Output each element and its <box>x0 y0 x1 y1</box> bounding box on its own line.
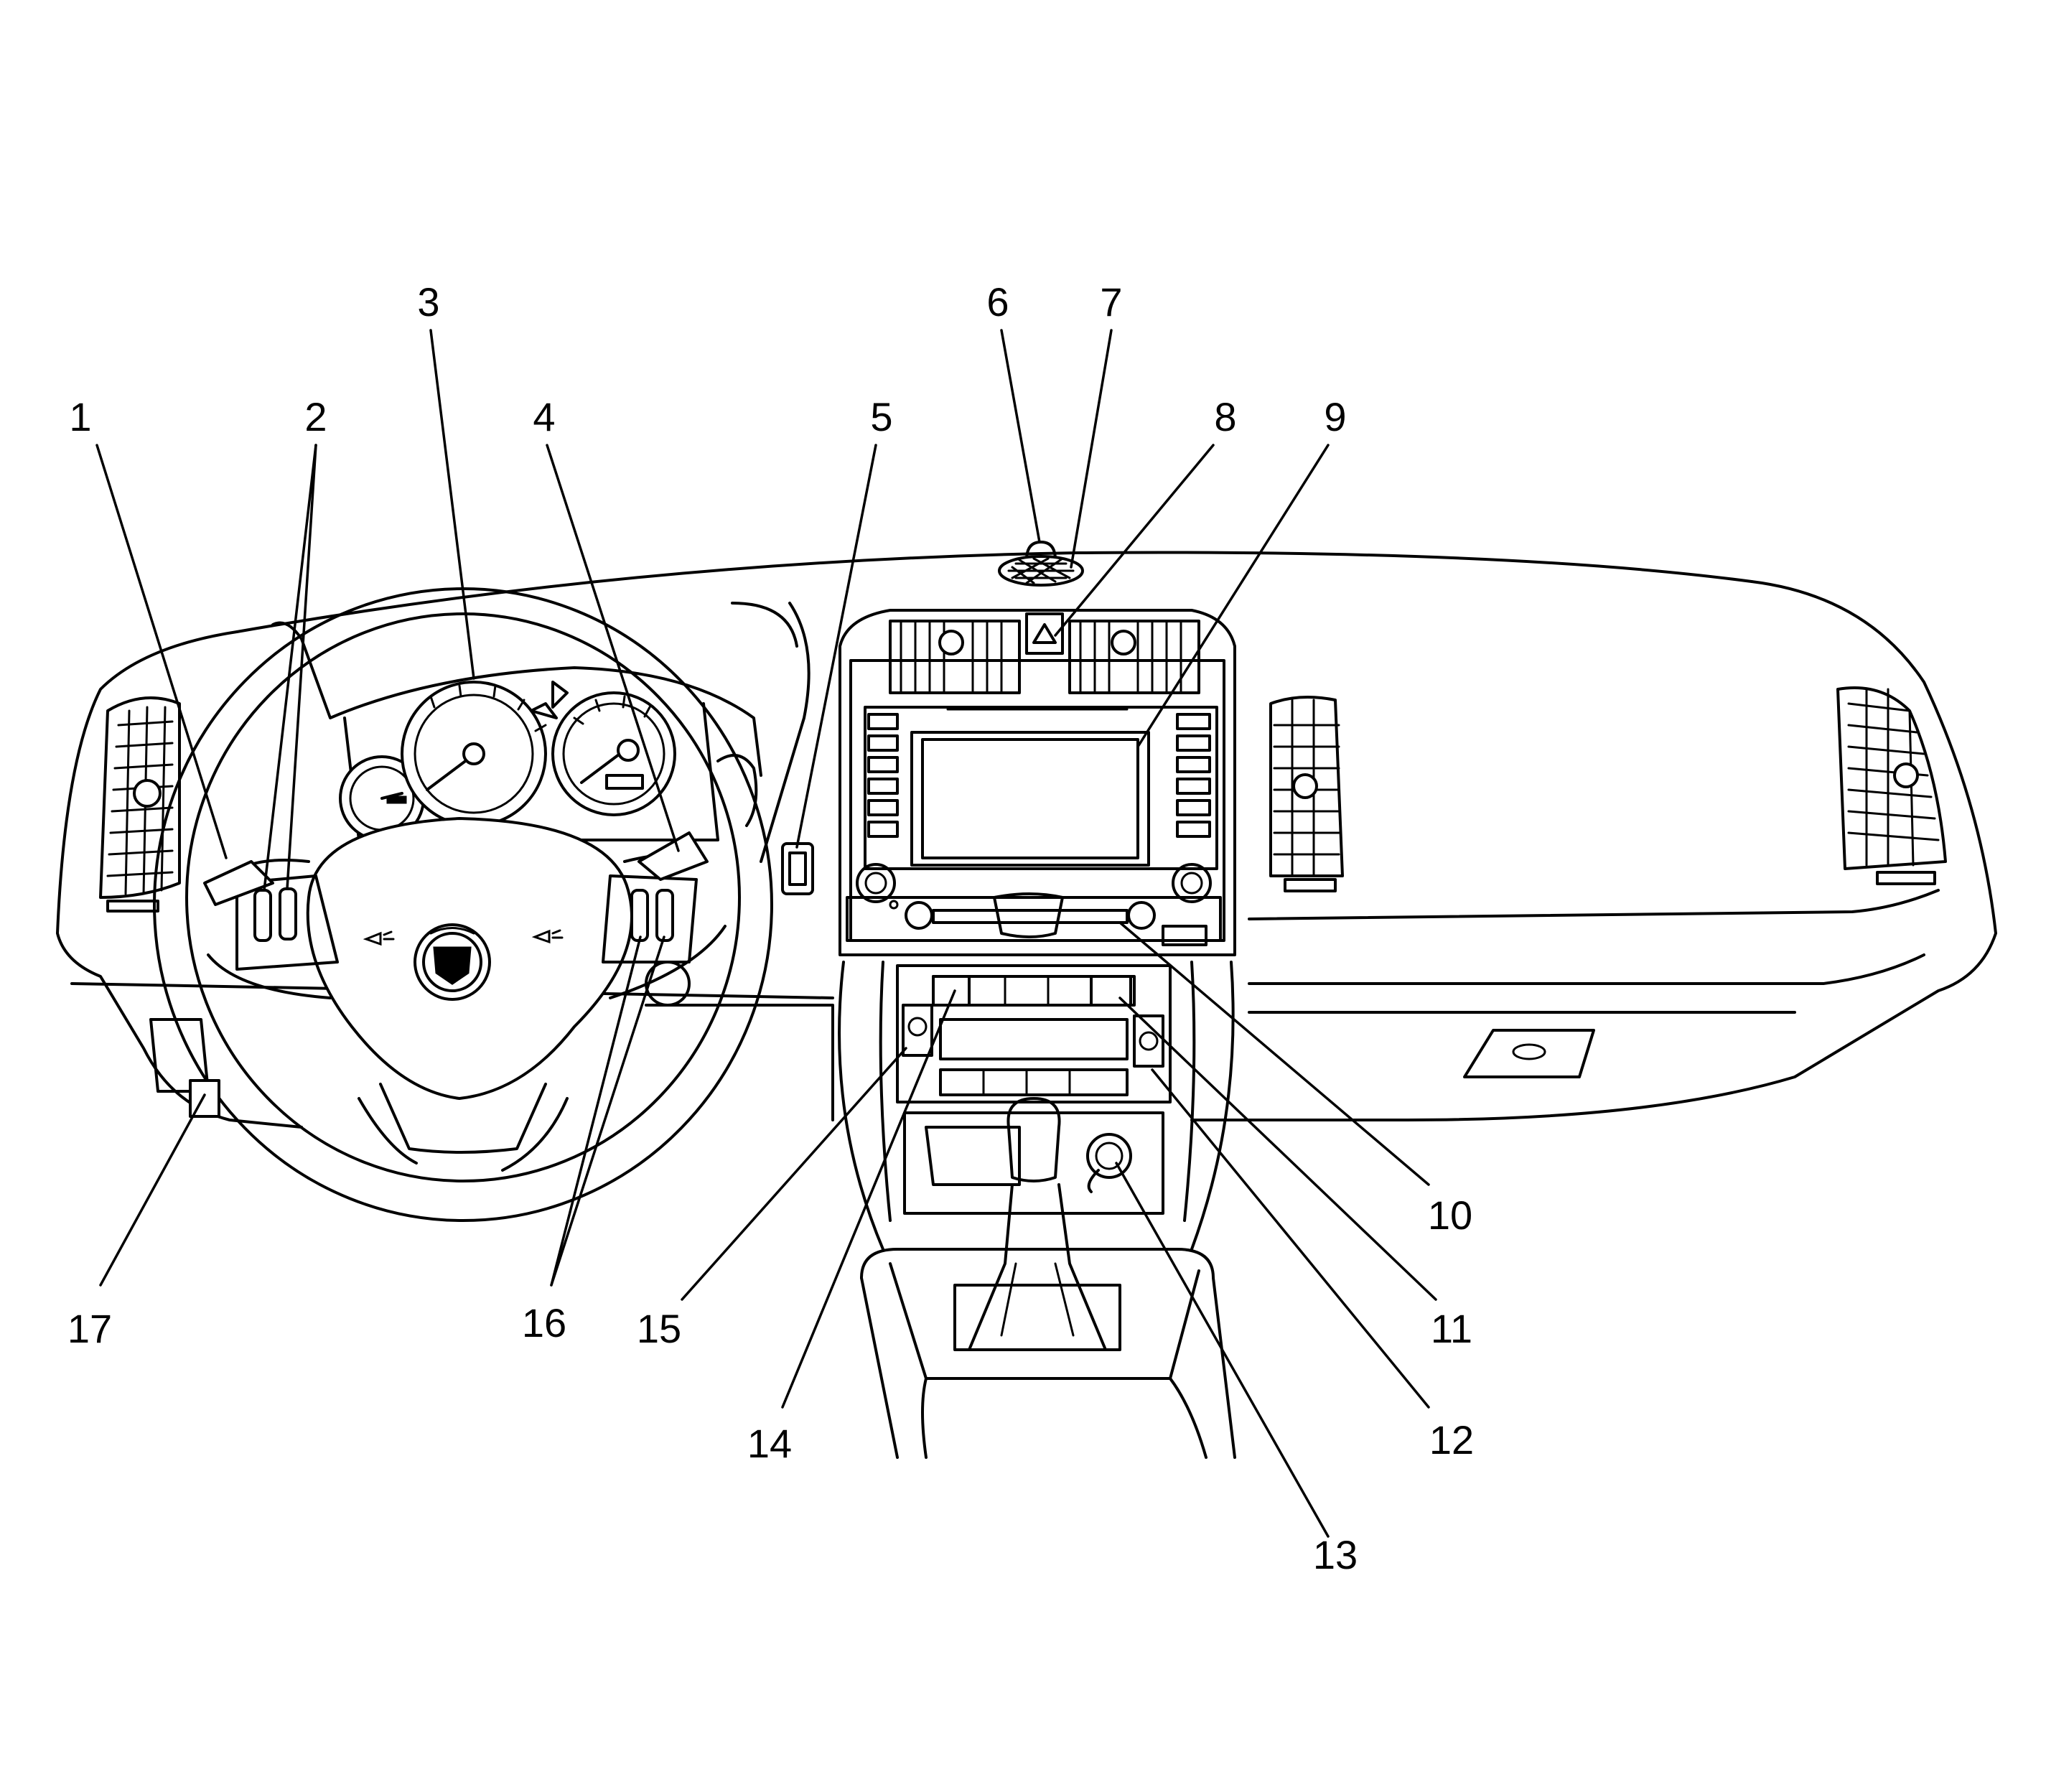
leader-12 <box>1151 1068 1430 1409</box>
display-right-buttons <box>1176 713 1211 838</box>
callout-9: 9 <box>1324 394 1346 439</box>
shifter-and-console <box>860 1097 1236 1459</box>
callout-5: 5 <box>870 394 892 439</box>
leader-2a <box>263 444 317 892</box>
callout-1: 1 <box>69 394 91 439</box>
leader-6 <box>1000 329 1041 543</box>
callout-14: 14 <box>747 1421 792 1466</box>
right-steering-wheel-switch-b <box>655 889 674 942</box>
hvac-controls <box>896 964 1172 1103</box>
leader-8 <box>1054 444 1215 637</box>
leader-10 <box>1118 921 1430 1186</box>
right-side-air-vent <box>1836 686 1947 885</box>
callout-12: 12 <box>1429 1417 1474 1462</box>
callout-16: 16 <box>522 1300 566 1345</box>
dash-top-sensors <box>998 541 1084 587</box>
leader-13 <box>1115 1162 1330 1538</box>
leader-7 <box>1070 329 1113 569</box>
cadillac-emblem <box>414 923 491 1001</box>
left-steering-wheel-switch-a <box>253 889 272 942</box>
leader-14 <box>781 989 956 1409</box>
leader-11 <box>1118 997 1437 1301</box>
headlamp-switch <box>781 842 814 895</box>
leader-16b <box>550 935 665 1287</box>
callout-3: 3 <box>417 279 439 325</box>
callout-15: 15 <box>637 1306 681 1351</box>
right-temperature-knob <box>1133 1014 1164 1068</box>
left-side-air-vent <box>99 696 181 913</box>
steering-wheel <box>153 587 773 1222</box>
left-steering-wheel-switch-b <box>279 887 297 941</box>
callout-6: 6 <box>986 279 1009 325</box>
wiper-washer-lever <box>637 754 758 881</box>
navigation-display <box>910 731 1150 867</box>
callout-7: 7 <box>1100 279 1122 325</box>
callout-13: 13 <box>1313 1532 1358 1577</box>
cd-slot <box>932 909 1129 924</box>
leader-2b <box>286 444 317 890</box>
callout-labels: 1 2 3 4 5 6 7 8 9 10 11 12 13 14 15 16 1… <box>67 279 1474 1577</box>
leader-1 <box>95 444 228 859</box>
ignition-switch <box>645 961 691 1007</box>
leader-lines <box>95 329 1437 1538</box>
leader-3 <box>429 329 475 680</box>
lower-left-trim <box>149 1018 220 1118</box>
hood-release-handle <box>189 1079 220 1118</box>
leader-5 <box>795 444 877 849</box>
power-outlet-lighter <box>1086 1133 1132 1179</box>
leader-17 <box>99 1093 206 1287</box>
callout-8: 8 <box>1214 394 1236 439</box>
right-steering-wheel-switch-a <box>630 889 649 942</box>
radio-volume-knob <box>856 863 896 903</box>
center-stack <box>838 609 1236 1251</box>
callout-17: 17 <box>67 1306 112 1351</box>
callout-4: 4 <box>533 394 555 439</box>
turn-signal-lever <box>203 860 274 906</box>
fuel-temp-gauge <box>551 691 676 816</box>
callout-2: 2 <box>304 394 327 439</box>
leader-4 <box>546 444 680 852</box>
radio-tune-knob <box>1172 863 1212 903</box>
leader-15 <box>681 1047 907 1301</box>
glove-box-latch <box>1463 1029 1595 1078</box>
callout-11: 11 <box>1431 1306 1472 1351</box>
callout-10: 10 <box>1428 1193 1472 1238</box>
sunload-sensor <box>1025 541 1057 561</box>
instrument-panel-body <box>56 551 1997 1129</box>
passenger-center-air-vent <box>1269 696 1344 892</box>
leader-9 <box>1136 444 1330 748</box>
leader-16a <box>550 935 642 1287</box>
display-left-buttons <box>867 713 899 838</box>
left-temperature-knob <box>902 1004 933 1057</box>
